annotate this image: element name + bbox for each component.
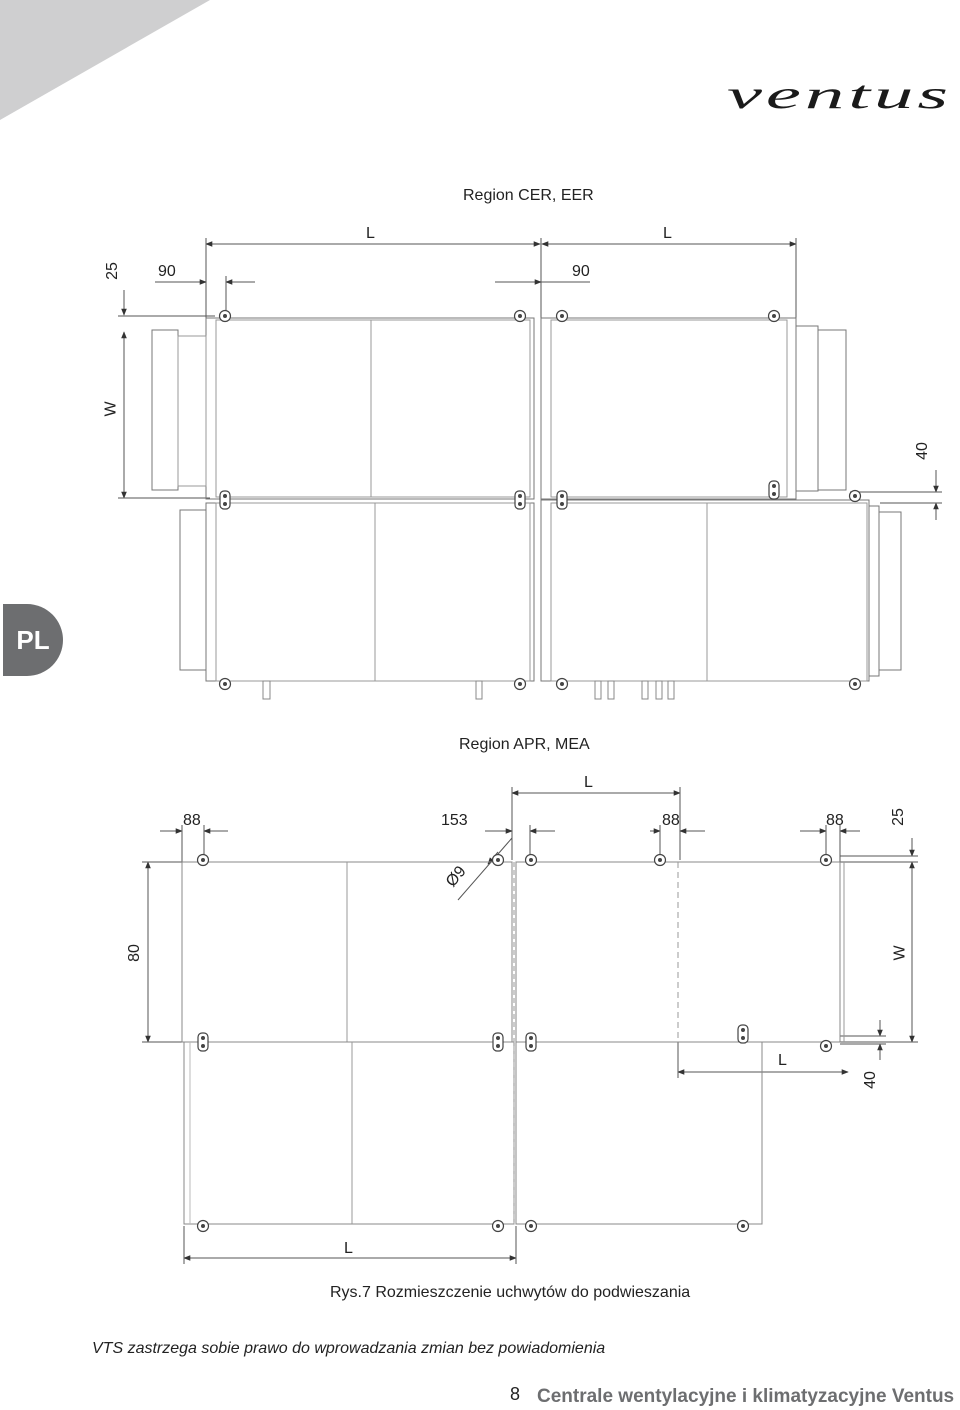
ventus-logo: ventus <box>727 72 955 117</box>
dim-L-bottom: L <box>344 1240 353 1257</box>
section2-drawing <box>142 787 918 1264</box>
dim-25: 25 <box>889 808 907 826</box>
footer-title: Centrale wentylacyjne i klimatyzacyjne V… <box>537 1386 955 1407</box>
corner-decoration <box>0 0 210 120</box>
dim-153: 153 <box>441 812 468 829</box>
section1-heading: Region CER, EER <box>463 187 594 204</box>
dim-90-right: 90 <box>572 263 590 280</box>
page-number: 8 <box>510 1384 521 1404</box>
dim-88-a: 88 <box>183 812 201 829</box>
section2-heading: Region APR, MEA <box>459 736 590 753</box>
dim-L-left: L <box>366 225 375 242</box>
section1-drawing <box>118 238 942 700</box>
svg-text:ventus: ventus <box>727 78 952 112</box>
dim-88-c: 88 <box>826 812 844 829</box>
dim-L-top: L <box>584 774 593 791</box>
dim-L-right: L <box>663 225 672 242</box>
dim-L-mid: L <box>778 1052 787 1069</box>
dim-W: W <box>891 945 909 961</box>
dim-25: 25 <box>103 262 121 280</box>
dim-40: 40 <box>913 442 931 460</box>
dim-88-b: 88 <box>662 812 680 829</box>
language-tab: PL <box>3 604 63 676</box>
dim-W: W <box>102 401 120 417</box>
figure-caption: Rys.7 Rozmieszczenie uchwytów do podwies… <box>330 1284 691 1301</box>
dim-90-left: 90 <box>158 263 176 280</box>
change-notice: VTS zastrzega sobie prawo do wprowadzani… <box>92 1340 606 1357</box>
dim-80: 80 <box>125 944 143 962</box>
dim-40: 40 <box>861 1071 879 1089</box>
